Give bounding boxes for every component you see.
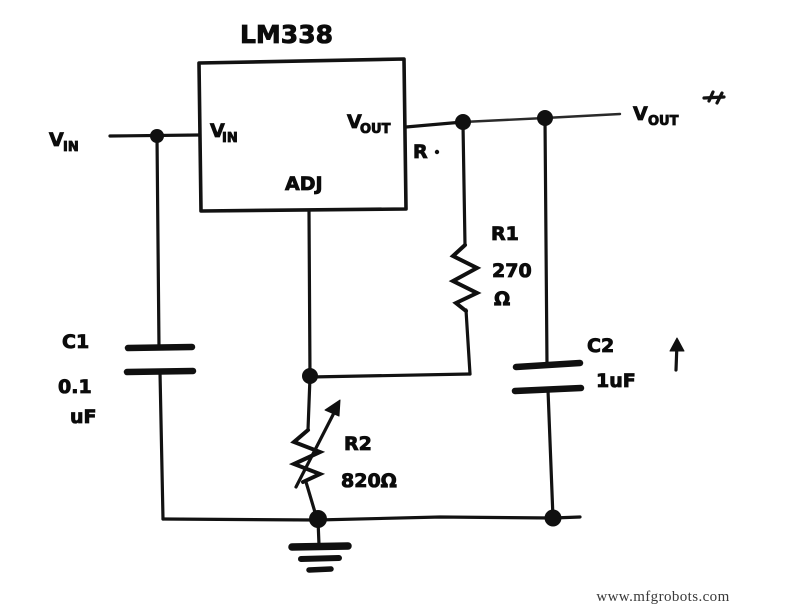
pin-label-adj: ADJ	[285, 173, 323, 195]
wire-r1-bottom	[464, 308, 472, 376]
capacitor-c2	[511, 359, 585, 395]
c1-value-line2: uF	[70, 406, 97, 428]
pin-label-vin-sub: IN	[222, 131, 238, 146]
pin-label-vout-sub: OUT	[360, 122, 391, 137]
c2-top-plate	[512, 359, 584, 371]
r1-value-line1: 270	[492, 260, 532, 282]
part-title: LM338	[240, 20, 333, 49]
junction-dot-vout-c2	[537, 110, 553, 126]
junction-dot-ground	[309, 510, 327, 528]
c2-ref-label: C2	[587, 335, 614, 357]
resistor-r1	[448, 243, 482, 313]
junction-dots	[150, 110, 562, 528]
input-terminal-label: V IN	[49, 129, 80, 156]
terminal-label-vout: V	[633, 103, 648, 125]
r2-wiper-shaft	[294, 405, 339, 489]
c2-arrow-head	[669, 337, 685, 352]
junction-dot-c2-ground	[544, 509, 562, 527]
capacitor-c1	[123, 343, 197, 376]
r1-zigzag	[448, 243, 482, 313]
output-terminal-label: V OUT	[633, 103, 679, 130]
c1-top-plate	[124, 343, 196, 352]
wire-regulator-to-vout-node	[404, 120, 465, 129]
c2-labels: C2 1uF	[587, 335, 637, 393]
terminal-label-vin-sub: IN	[63, 140, 79, 155]
wire-c1-bottom-to-ground-rail	[158, 370, 165, 521]
r1-labels: R1 270 Ω	[491, 223, 533, 311]
wire-ground-rail	[161, 515, 582, 522]
c1-value-line1: 0.1	[58, 376, 92, 398]
stray-ink-mark: R	[413, 141, 440, 163]
wire-vout-to-r1-top	[461, 122, 467, 247]
c2-up-arrow-mark	[669, 337, 685, 372]
r2-wiper-arrowhead	[324, 399, 341, 417]
junction-dot-vout-r1	[455, 114, 471, 130]
stray-mark-text: R	[413, 141, 428, 163]
stray-dot	[434, 149, 440, 155]
wire-vin-node-to-c1-top	[155, 134, 161, 350]
r2-zigzag	[288, 428, 326, 484]
regulator-block	[197, 57, 408, 213]
ground-bar-3	[306, 566, 334, 573]
r1-value-line2: Ω	[494, 288, 510, 310]
terminal-label-vin: V	[49, 129, 64, 151]
regulator-body-outline	[197, 57, 408, 213]
output-terminal-marks	[702, 90, 726, 105]
potentiometer-r2	[288, 399, 341, 489]
c1-labels: C1 0.1 uF	[58, 331, 97, 429]
ground-bar-2	[298, 555, 342, 562]
watermark: www.mfgrobots.com	[596, 589, 729, 605]
pin-label-vout: V	[347, 111, 362, 133]
wire-c2-bottom-to-rail	[546, 388, 555, 520]
wire-vout-to-c2-top	[543, 117, 549, 367]
c2-value-line1: 1uF	[596, 370, 636, 392]
wire-r1-to-adj-node	[308, 372, 472, 379]
c1-ref-label: C1	[62, 331, 89, 353]
r2-ref-label: R2	[344, 433, 372, 455]
regulator-pin-labels: V IN V OUT ADJ	[210, 111, 391, 196]
vout-tick-bridge	[702, 95, 726, 100]
r2-labels: R2 820Ω	[341, 433, 398, 493]
wire-node-to-r2-top	[306, 375, 312, 432]
pin-label-vin: V	[210, 120, 225, 142]
ground-symbol	[288, 542, 352, 573]
r1-ref-label: R1	[491, 223, 519, 245]
r2-value-line1: 820Ω	[341, 470, 397, 492]
wire-adj-to-node	[307, 209, 312, 379]
junction-dot-vin	[150, 129, 164, 143]
terminal-label-vout-sub: OUT	[648, 114, 679, 129]
junction-dot-adj	[302, 368, 318, 384]
c2-bottom-plate	[511, 384, 585, 395]
ground-bar-1	[288, 542, 352, 551]
c1-bottom-plate	[123, 367, 197, 376]
